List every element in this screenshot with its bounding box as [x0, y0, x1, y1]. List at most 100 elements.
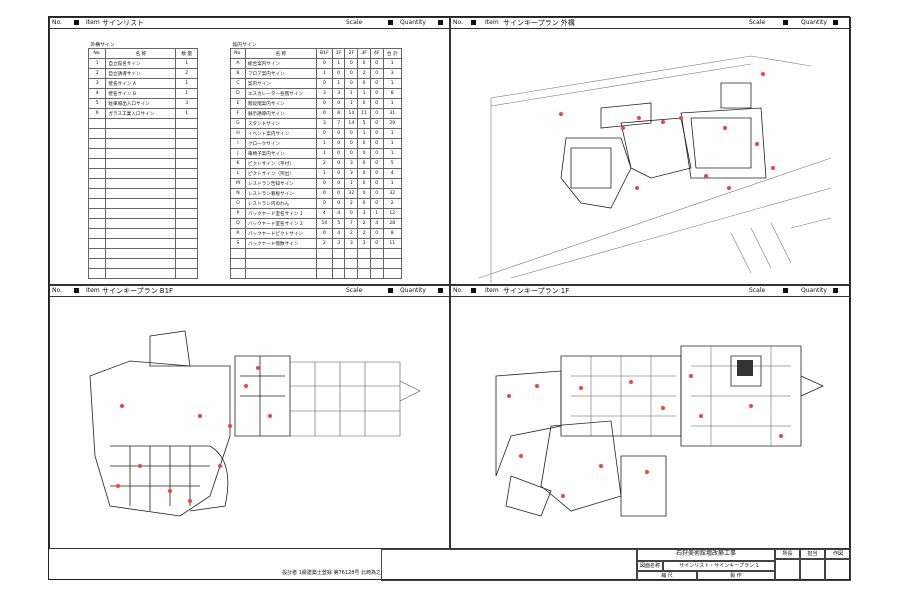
scale-box: [783, 20, 788, 25]
stamp-box: [775, 559, 800, 581]
sheet-number-box: [471, 20, 476, 25]
stamp-label: 所長: [775, 549, 800, 559]
table-cell: 0: [344, 138, 359, 149]
table-cell: 14: [344, 118, 359, 129]
table-cell: 1: [382, 178, 402, 189]
table-cell: 0: [331, 128, 346, 139]
table-cell: F: [230, 108, 246, 119]
sign-list-panel: No. Item サインリスト Scale Quantity 外構サイン No.…: [49, 17, 450, 285]
project-name: 石狩美術館増改築工事: [637, 549, 775, 561]
table-cell: 0: [370, 228, 384, 239]
table-cell: 3: [315, 88, 333, 99]
table-cell: 0: [370, 158, 384, 169]
table-cell: 8: [382, 88, 402, 99]
table-cell: 0: [357, 178, 372, 189]
column-header: No.: [230, 48, 246, 59]
column-header: 3F: [357, 48, 372, 59]
sign-name-cell: 壁名サイン B: [105, 88, 177, 99]
table-cell: 29: [382, 118, 402, 129]
table-cell: 0: [331, 98, 346, 109]
table-cell: 2: [315, 238, 333, 249]
table-cell: 0: [331, 168, 346, 179]
column-header: 名 称: [105, 48, 177, 59]
table-cell: 2: [382, 198, 402, 209]
table-cell: 0: [370, 238, 384, 249]
table-cell: 0: [370, 108, 384, 119]
table-cell: 1: [382, 138, 402, 149]
table-cell: 0: [344, 148, 359, 159]
table-cell: 0: [315, 198, 333, 209]
table-cell: 1: [382, 78, 402, 89]
table-cell: 11: [357, 108, 372, 119]
table-cell: L: [230, 168, 246, 179]
table-cell: 0: [344, 58, 359, 69]
table-cell: 0: [370, 68, 384, 79]
table-cell: 0: [331, 178, 346, 189]
quantity-box: [833, 288, 838, 293]
item-label: Item: [86, 19, 100, 26]
table-cell: 1: [331, 78, 346, 89]
sign-name-cell: スタンドサイン: [244, 118, 317, 129]
sign-name-cell: 階段階案内サイン: [244, 98, 317, 109]
table-cell: N: [230, 188, 246, 199]
scale-box: [388, 288, 393, 293]
stair-block: [737, 360, 753, 376]
panel-title: サインリスト: [102, 19, 144, 27]
drawing-name-label: 図面名称: [637, 561, 663, 571]
table-cell: 31: [382, 108, 402, 119]
table-cell: G: [230, 118, 246, 129]
table-cell: 4: [87, 88, 107, 99]
quantity-label: Quantity: [400, 287, 426, 294]
table-cell: 4: [370, 218, 384, 229]
table-cell: 32: [344, 188, 359, 199]
empty-row: [230, 258, 402, 269]
table-cell: 1: [344, 178, 359, 189]
table-cell: 5: [382, 158, 402, 169]
table-cell: 0: [357, 98, 372, 109]
sign-name-cell: レストラン看板サイン: [244, 188, 317, 199]
sheet-number-box: [74, 20, 79, 25]
sign-name-cell: 案内サイン: [244, 78, 317, 89]
table-cell: K: [230, 158, 246, 169]
empty-row: [87, 218, 198, 229]
no-label: No.: [453, 19, 463, 26]
table-cell: 3: [87, 78, 107, 89]
column-header: 4F: [370, 48, 384, 59]
table-cell: 3: [344, 238, 359, 249]
table-cell: 0: [315, 178, 333, 189]
empty-row: [87, 248, 198, 259]
table-cell: 0: [357, 78, 372, 89]
empty-row: [87, 178, 198, 189]
empty-row: [87, 188, 198, 199]
scale-box: [388, 20, 393, 25]
1f-floor-plan: [495, 345, 824, 517]
table-cell: 0: [315, 188, 333, 199]
sign-name-cell: バックヤードピクトサイン: [244, 228, 317, 239]
exterior-plan-panel: No. Item サインキープラン 外構 Scale Quantity: [450, 17, 851, 285]
table-cell: 0: [370, 58, 384, 69]
blank-block: [381, 549, 637, 581]
table-cell: H: [230, 128, 246, 139]
quantity-label: Quantity: [400, 19, 426, 26]
panel-header: No. Item サインリスト Scale Quantity: [50, 18, 449, 29]
table-cell: E: [230, 98, 246, 109]
table-caption: 館内サイン: [232, 42, 257, 48]
table-cell: 1: [357, 128, 372, 139]
table-cell: 12: [382, 208, 402, 219]
table-cell: 0: [315, 58, 333, 69]
table-cell: 3: [331, 88, 346, 99]
table-cell: R: [230, 228, 246, 239]
made-field: 製 作: [697, 571, 775, 581]
table-cell: 7: [331, 118, 346, 129]
column-header: 数 量: [175, 48, 198, 59]
